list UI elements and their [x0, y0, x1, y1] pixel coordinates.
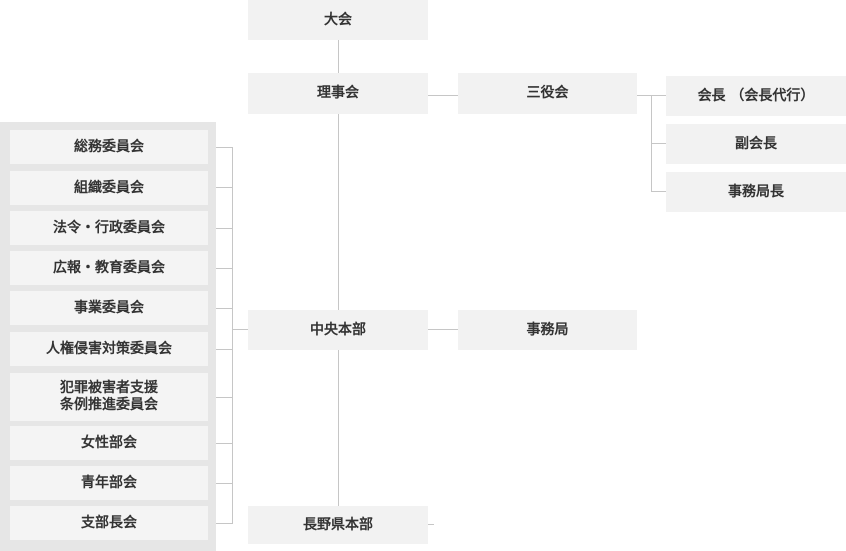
connector-line [232, 329, 248, 330]
connector-line [232, 147, 233, 523]
committee-general-affairs: 総務委員会 [10, 130, 208, 164]
connector-line [428, 95, 458, 96]
connector-line [338, 114, 339, 310]
committee-crime-victim-line1: 犯罪被害者支援 [60, 380, 158, 396]
connector-line [651, 191, 666, 192]
committee-organization: 組織委員会 [10, 171, 208, 205]
committee-publicity-education: 広報・教育委員会 [10, 251, 208, 285]
connector-line [209, 187, 233, 188]
connector-line [209, 268, 233, 269]
connector-line [428, 329, 458, 330]
node-central-hq: 中央本部 [248, 310, 428, 350]
node-secretary-general: 事務局長 [666, 172, 846, 212]
connector-line [209, 147, 233, 148]
node-general-assembly: 大会 [248, 0, 428, 40]
committee-law-administration: 法令・行政委員会 [10, 211, 208, 245]
node-prefecture-hq: 長野県本部 [248, 506, 428, 544]
node-officers-council: 三役会 [458, 73, 637, 114]
committee-youth: 青年部会 [10, 466, 208, 500]
connector-line [209, 523, 233, 524]
connector-line [209, 483, 233, 484]
committee-crime-victim-line2: 条例推進委員会 [60, 397, 158, 413]
connector-line [338, 40, 339, 73]
connector-line [209, 443, 233, 444]
committee-crime-victim-support: 犯罪被害者支援 条例推進委員会 [10, 373, 208, 421]
node-secretariat: 事務局 [458, 310, 637, 350]
node-vice-president: 副会長 [666, 124, 846, 164]
connector-line [428, 524, 434, 525]
connector-line [209, 397, 233, 398]
node-board: 理事会 [248, 73, 428, 114]
committee-women: 女性部会 [10, 426, 208, 460]
connector-line [338, 350, 339, 506]
committee-branch-heads: 支部長会 [10, 506, 208, 540]
connector-line [651, 143, 666, 144]
node-president: 会長 （会長代行） [666, 76, 846, 116]
committee-business: 事業委員会 [10, 291, 208, 325]
connector-line [209, 308, 233, 309]
connector-line [209, 228, 233, 229]
committee-human-rights: 人権侵害対策委員会 [10, 332, 208, 366]
connector-line [209, 349, 233, 350]
